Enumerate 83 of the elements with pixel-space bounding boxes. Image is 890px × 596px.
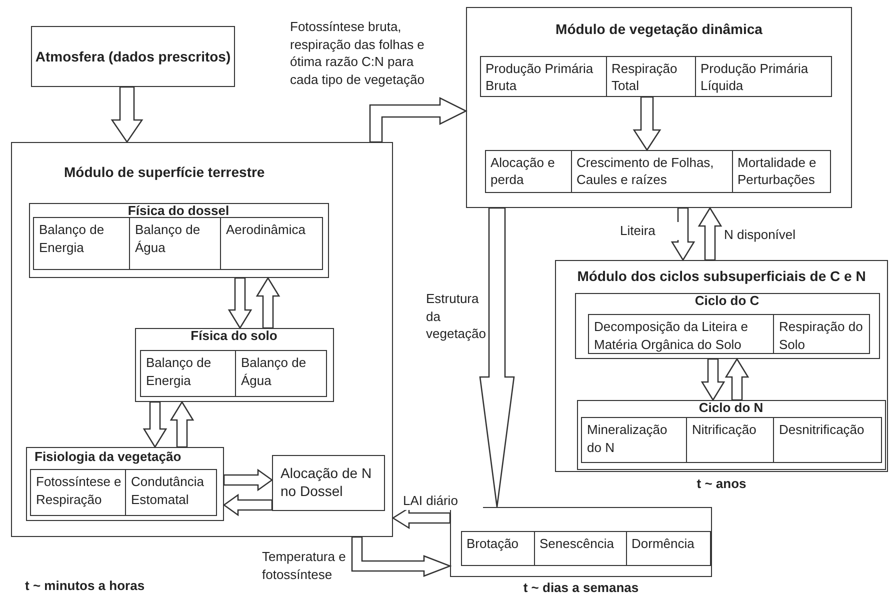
table-cell — [235, 350, 327, 397]
block-arrow — [698, 206, 722, 261]
group-box — [28, 202, 328, 278]
block-arrow — [222, 494, 273, 516]
cell-text: Condutância Estomatal — [131, 473, 205, 508]
block-arrow — [110, 86, 144, 144]
cell-text: Senescência — [540, 534, 615, 552]
block-arrow — [700, 358, 726, 402]
table-cell — [484, 150, 572, 192]
table-cell — [588, 314, 774, 354]
module-title: Módulo de vegetação dinâmica — [554, 20, 764, 39]
group-box — [576, 400, 886, 470]
group-title: Física do dossel — [126, 204, 230, 218]
cell-text: Balanço de Energia — [146, 354, 212, 390]
block-arrow — [142, 401, 168, 448]
table-cell — [480, 56, 606, 96]
cell-text: Balanço de Água — [241, 354, 308, 390]
module-box — [466, 7, 852, 208]
group-title: Ciclo do N — [698, 400, 764, 415]
cell-text: Balanço de Água — [135, 221, 202, 256]
box-title: Atmosfera (dados prescritos) — [34, 47, 232, 66]
table-cell — [125, 469, 217, 516]
group-title: Fisiologia da vegetação — [34, 450, 182, 464]
cell-text: Produção Primária Líquida — [700, 60, 810, 95]
group-box — [574, 292, 880, 358]
block-arrow — [369, 96, 468, 143]
table-cell — [732, 150, 830, 192]
process-box — [31, 26, 235, 87]
cell-text: Alocação e perda — [490, 154, 556, 189]
time-scale-note: t ~ minutos a horas — [25, 578, 145, 593]
cell-text: Respiração Total — [612, 60, 678, 95]
phase-box — [450, 507, 712, 577]
group-box — [134, 328, 334, 402]
table-cell — [33, 217, 130, 270]
group-box — [26, 446, 224, 520]
block-arrow — [479, 207, 515, 508]
cell-text: Fotossíntese e Respiração — [36, 473, 122, 508]
table-cell — [773, 417, 882, 463]
cell-text: Mortalidade e Perturbações — [738, 154, 818, 189]
block-arrow — [351, 536, 452, 577]
module-box — [11, 142, 393, 537]
block-arrow — [170, 400, 194, 448]
block-arrow — [724, 358, 750, 401]
table-cell — [570, 150, 732, 192]
module-title: Módulo dos ciclos subsuperficiais de C e N — [576, 267, 867, 286]
table-cell — [140, 350, 236, 397]
group-title: Ciclo do C — [694, 294, 760, 308]
time-scale-note: t ~ dias a semanas — [522, 580, 640, 595]
table-cell — [581, 417, 687, 463]
table-cell — [129, 217, 221, 270]
table-cell — [534, 530, 626, 566]
block-arrow — [632, 96, 662, 152]
cell-text: Crescimento de Folhas, Caules e raízes — [576, 154, 715, 189]
cell-text: Nitrificação — [692, 421, 758, 439]
table-cell — [773, 314, 870, 354]
block-arrow — [256, 276, 280, 329]
cell-text: Aerodinâmica — [226, 221, 306, 239]
cell-text: Produção Primária Bruta — [486, 60, 594, 95]
box-text: Alocação de N no Dossel — [280, 464, 373, 502]
block-arrow — [670, 207, 696, 262]
table-cell — [626, 530, 710, 566]
block-arrow — [223, 468, 274, 492]
cell-text: Brotação — [466, 534, 520, 552]
table-cell — [460, 530, 534, 566]
table-cell — [606, 56, 696, 96]
block-arrow — [228, 277, 252, 330]
time-scale-note: t ~ anos — [696, 476, 748, 491]
edge-label: Liteira — [620, 222, 680, 240]
cell-text: Decomposição da Liteira e Matéria Orgânica do Solo — [594, 318, 749, 354]
table-cell — [694, 56, 832, 96]
cell-text: Mineralização do N — [587, 421, 668, 456]
group-title: Física do solo — [190, 328, 278, 343]
module-title: Módulo de superfície terrestre — [64, 163, 265, 182]
cell-text: Balanço de Energia — [39, 221, 106, 256]
process-box — [272, 454, 384, 510]
cell-text: Desnitrificação — [779, 421, 866, 439]
table-cell — [220, 217, 323, 270]
module-box — [555, 260, 888, 472]
table-cell — [30, 469, 126, 516]
cell-text: Respiração do Solo — [779, 318, 864, 354]
edge-label: LAI diário — [403, 492, 483, 510]
table-cell — [686, 417, 774, 463]
cell-text: Dormência — [632, 534, 696, 552]
